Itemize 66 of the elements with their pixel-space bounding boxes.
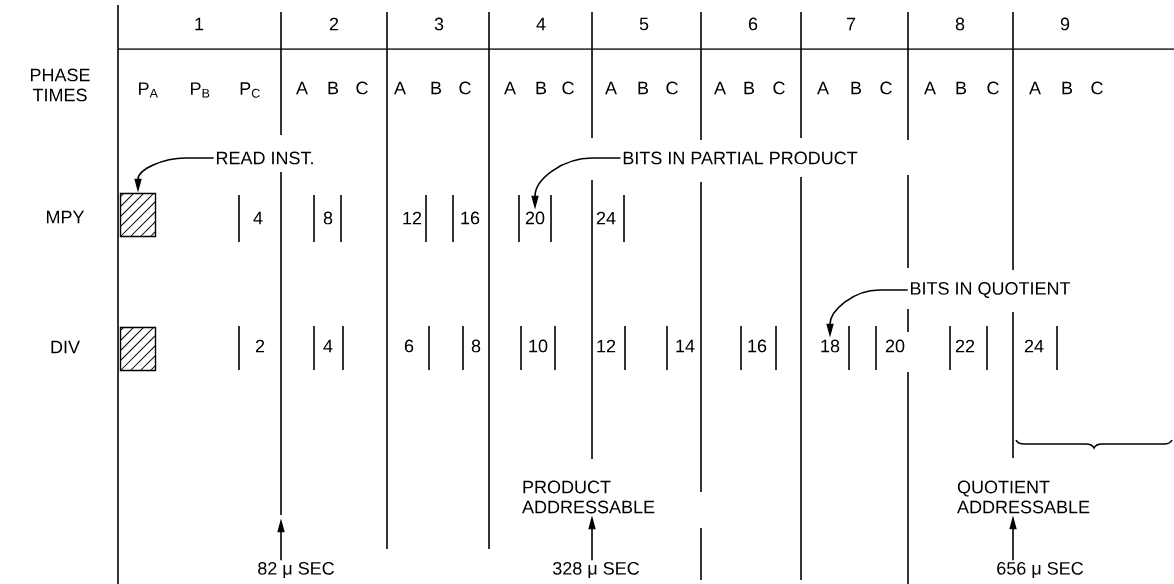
bit-count: 12 (403, 211, 422, 225)
phase-label: P$_{B}$ (191, 82, 210, 98)
bit-count: 14 (676, 339, 695, 353)
row-label: MPY (47, 210, 85, 224)
phase-label: A (394, 81, 406, 95)
phase-label: P$_{C}$ (240, 82, 260, 98)
phase-label: A (504, 81, 516, 95)
bit-count: 20 (885, 339, 905, 353)
bit-count: 24 (1024, 339, 1044, 353)
bit-count: 8 (323, 211, 333, 225)
callout-text: BITS IN PARTIAL PRODUCT (623, 151, 858, 165)
phase-label: B (431, 81, 442, 95)
phase-label: A (296, 81, 308, 95)
time-label: 656 μ SEC (997, 562, 1083, 578)
phase-label: A (924, 81, 936, 95)
bit-count: 2 (255, 339, 265, 353)
phase-label: C (459, 81, 471, 95)
phase-label: A (605, 81, 617, 95)
note-text: PRODUCT ADDRESSABLE (522, 480, 655, 514)
column-number: 4 (536, 17, 546, 31)
phase-label: C (562, 81, 574, 95)
column-number: 8 (955, 17, 965, 31)
phase-label: B (328, 81, 339, 95)
bit-count: 10 (529, 339, 548, 353)
bit-count: 6 (404, 339, 414, 353)
bit-count: 24 (596, 211, 616, 225)
phase-label: B (744, 81, 755, 95)
phase-label: C (773, 81, 785, 95)
phase-label: B (638, 81, 649, 95)
column-number: 1 (195, 17, 204, 31)
bit-count: 20 (525, 211, 545, 225)
phase-label: B (956, 81, 967, 95)
bit-count: 16 (461, 211, 480, 225)
column-number: 7 (846, 17, 856, 31)
hatched-box (119, 192, 157, 238)
column-number: 9 (1060, 17, 1070, 31)
phase-label: B (536, 81, 547, 95)
phase-label: C (880, 81, 892, 95)
callout-text: BITS IN QUOTIENT (911, 282, 1071, 298)
callout-text: READ INST. (216, 151, 313, 165)
phase-label: A (817, 81, 829, 95)
bit-count: 22 (955, 339, 975, 353)
time-label: 82 μ SEC (258, 562, 334, 578)
column-number: 3 (434, 17, 444, 31)
phase-label: C (666, 81, 678, 95)
bit-count: 16 (748, 339, 767, 353)
phase-label: A (1029, 81, 1041, 95)
bit-count: 12 (597, 339, 616, 353)
hatched-box (119, 326, 157, 372)
phase-label: A (714, 81, 726, 95)
phase-label: B (851, 81, 862, 95)
bit-count: 18 (821, 339, 840, 353)
note-text: QUOTIENT ADDRESSABLE (957, 480, 1090, 514)
phase-label: B (1062, 81, 1073, 95)
row-label: PHASE TIMES (30, 68, 90, 102)
bit-count: 4 (253, 211, 263, 225)
column-number: 5 (639, 17, 649, 31)
column-number: 6 (748, 17, 758, 31)
time-label: 328 μ SEC (553, 562, 639, 578)
phase-label: C (356, 81, 368, 95)
phase-label: C (1091, 81, 1103, 95)
bit-count: 4 (323, 339, 333, 353)
phase-label: P$_{A}$ (139, 82, 158, 98)
phase-label: C (987, 81, 999, 95)
column-number: 2 (329, 17, 339, 31)
bit-count: 8 (471, 339, 481, 353)
